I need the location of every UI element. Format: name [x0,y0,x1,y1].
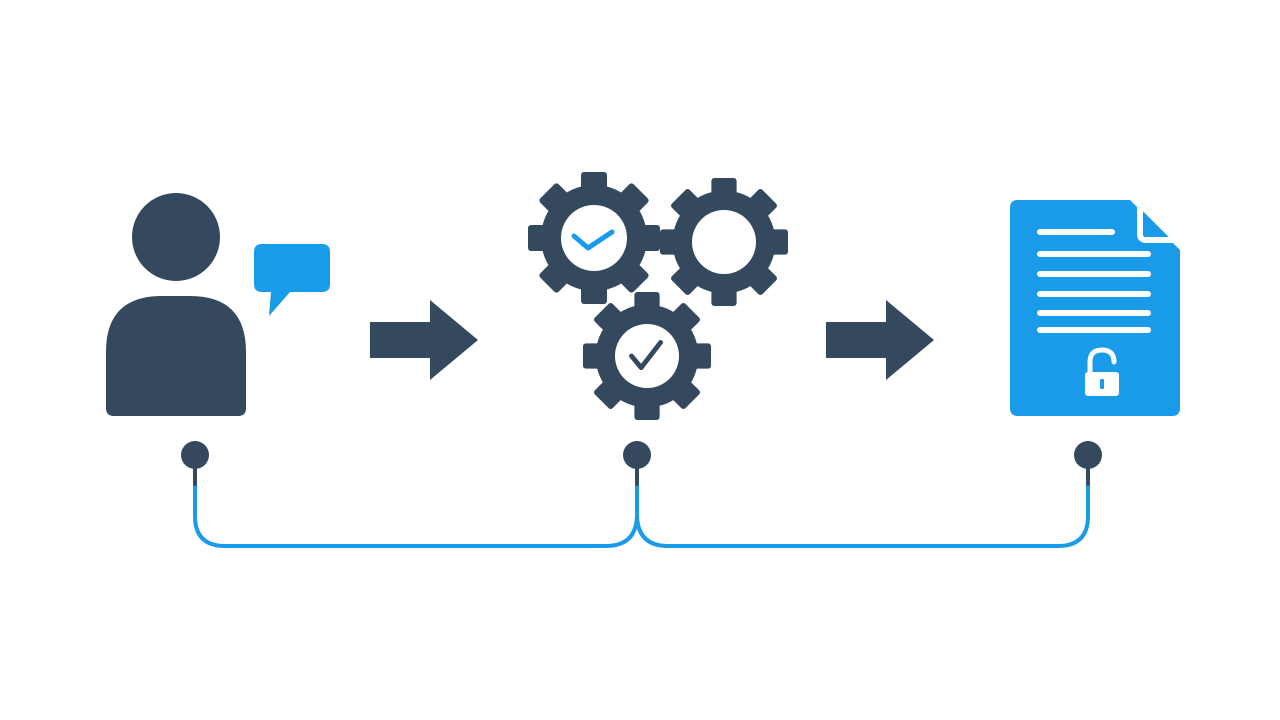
timeline-node-processing [623,441,651,469]
timeline-node-user [181,441,209,469]
arrow-right-icon [370,300,478,380]
arrow-right-icon [826,300,934,380]
unlocked-document-icon [1010,200,1180,416]
timeline-connector [181,441,1102,548]
user-body [106,296,246,416]
gear-icon-bottom [582,291,712,421]
gear-icon-top-left [528,172,660,304]
checkmark-icon [571,229,615,251]
timeline-node-document [1074,441,1102,469]
document-fold [1137,201,1179,243]
unlocked-padlock-icon [1085,347,1119,396]
checkmark-icon [629,339,664,371]
document-text-lines [1037,229,1151,333]
gears-with-checkmarks-icon [528,172,789,421]
connector-line [193,464,1090,548]
user-with-speech-bubble-icon [106,193,330,416]
speech-bubble-icon [254,244,330,316]
user-head [132,193,220,281]
gear-icon-top-right [659,177,789,307]
